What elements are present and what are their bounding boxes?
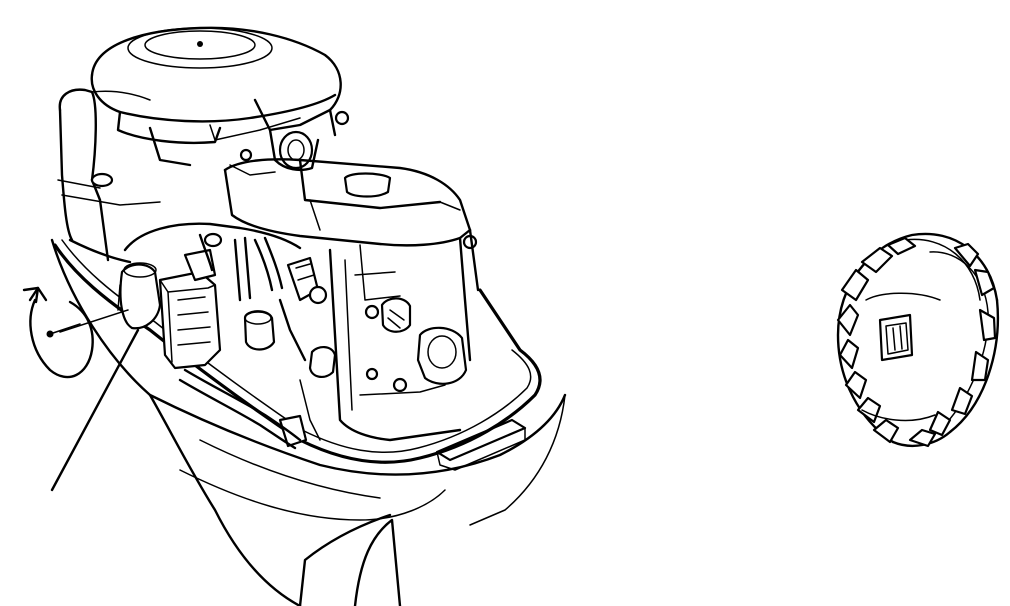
- carburetor-assembly: [123, 222, 337, 448]
- lower-cowling: [50, 238, 567, 606]
- oil-filter-wrench: [836, 232, 999, 448]
- fuel-hose: [178, 368, 302, 450]
- engine-block: [57, 88, 161, 264]
- counterclockwise-arrow-icon: [22, 286, 94, 379]
- callout-pointer: [50, 309, 140, 492]
- flywheel-cover: [90, 26, 342, 167]
- cylinder-head-cover: [223, 158, 480, 362]
- oil-filter: [117, 262, 162, 330]
- cylinder-block-side: [328, 244, 468, 442]
